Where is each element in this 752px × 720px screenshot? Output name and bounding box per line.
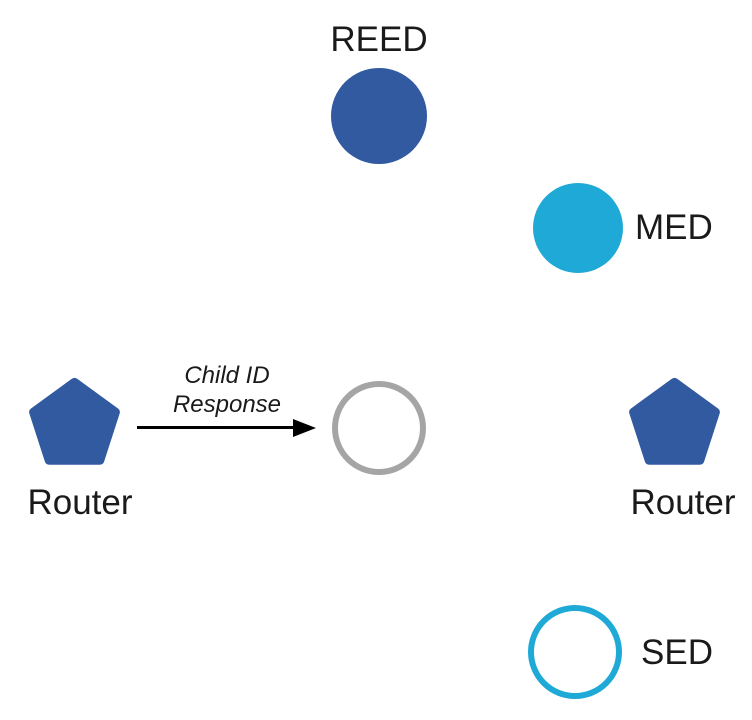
med-node-label: MED xyxy=(635,208,713,247)
message-label-line2: Response xyxy=(172,391,282,418)
joining-device-outline-circle-icon xyxy=(332,381,426,475)
router-left-node-label: Router xyxy=(27,483,133,522)
message-arrow-line xyxy=(137,426,295,429)
reed-node-circle-icon xyxy=(331,68,427,164)
reed-node-label: REED xyxy=(330,20,428,59)
message-label-line1: Child ID xyxy=(184,362,270,389)
sed-node-outline-circle-icon xyxy=(528,605,622,699)
message-arrow-head-icon xyxy=(293,419,316,437)
sed-node-label: SED xyxy=(641,633,713,672)
router-left-pentagon-icon xyxy=(29,377,120,465)
router-right-node-label: Router xyxy=(630,483,736,522)
router-right-pentagon-icon xyxy=(629,377,720,465)
message-label: Child ID Response xyxy=(137,361,317,419)
med-node-circle-icon xyxy=(533,183,623,273)
